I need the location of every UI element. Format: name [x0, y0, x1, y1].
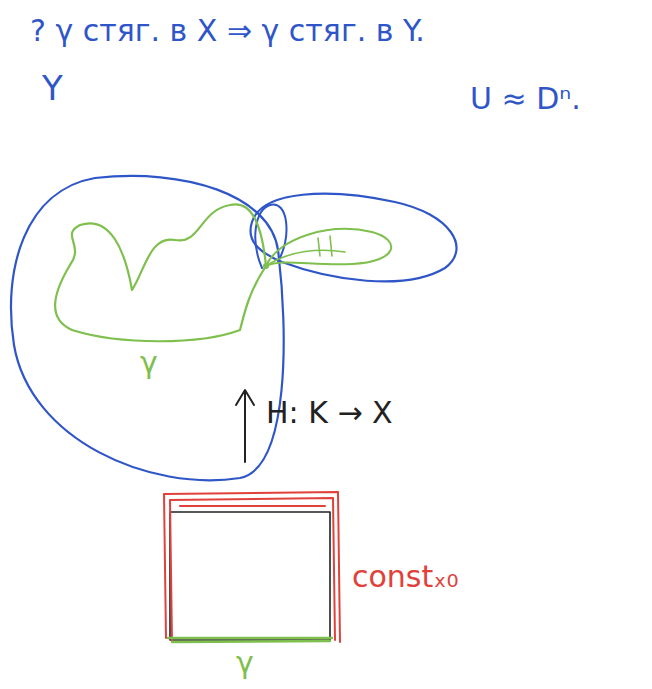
loop-path — [266, 229, 391, 266]
loop-name: γ — [140, 346, 158, 379]
loop-name: γ — [236, 646, 254, 679]
loop-edge — [168, 638, 332, 642]
question-text: ? γ стяг. в X ⇒ γ стяг. в Y. — [30, 14, 425, 47]
disk-note: U ≈ Dⁿ. — [470, 82, 581, 115]
space-name: Y — [42, 70, 63, 107]
loop-path — [318, 236, 332, 256]
region-outline — [250, 194, 456, 282]
loop-path — [266, 250, 345, 266]
square-outline — [170, 512, 330, 640]
region-outline — [11, 176, 284, 480]
base-point — [263, 263, 269, 269]
constant-name: constₓ₀ — [352, 560, 459, 593]
map-name: H: K → X — [266, 396, 393, 429]
loop-path — [55, 204, 266, 341]
constant-edges — [164, 492, 340, 642]
map-arrow — [236, 390, 254, 462]
